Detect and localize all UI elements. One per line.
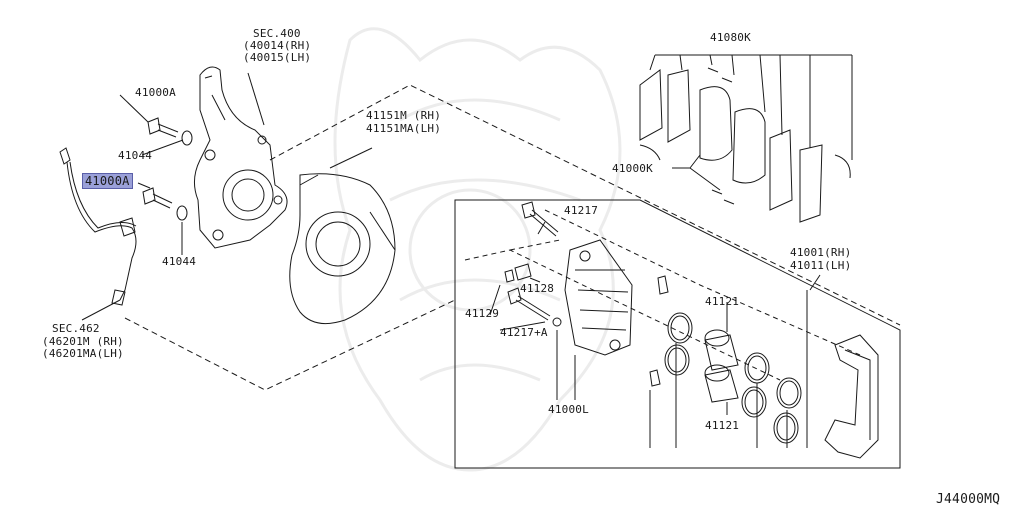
- sec462-rh: (46201M (RH): [42, 335, 124, 348]
- part-41217[interactable]: 41217: [564, 204, 599, 217]
- caliper-box: [454, 199, 901, 469]
- pistons: [704, 329, 739, 403]
- brake-pad-kit: [639, 54, 853, 223]
- part-41000L[interactable]: 41000L: [548, 403, 589, 416]
- bolt-41000A-bottom: [142, 187, 188, 221]
- diagram-code: J44000MQ: [936, 492, 1001, 507]
- sec400-lh: (40015(LH): [243, 51, 312, 64]
- brake-hose: [59, 147, 137, 321]
- part-41121-bottom[interactable]: 41121: [705, 419, 740, 432]
- part-41151-rh[interactable]: 41151M (RH): [366, 109, 442, 122]
- part-41011-lh[interactable]: 41011(LH): [790, 259, 852, 272]
- pin-41128: [504, 263, 532, 283]
- part-41001-rh[interactable]: 41001(RH): [790, 246, 852, 259]
- sec462-title: SEC.462: [52, 322, 100, 335]
- part-41044-top[interactable]: 41044: [118, 149, 153, 162]
- sec400-rh: (40014(RH): [243, 39, 312, 52]
- part-41000A-top[interactable]: 41000A: [135, 86, 176, 99]
- part-41000K[interactable]: 41000K: [612, 162, 653, 175]
- part-41080K[interactable]: 41080K: [710, 31, 751, 44]
- sec462-lh: (46201MA(LH): [42, 347, 124, 360]
- seal-rings: [664, 312, 802, 444]
- part-41121-top[interactable]: 41121: [705, 295, 740, 308]
- sec400-title: SEC.400: [253, 27, 301, 40]
- watermark-emblem: [333, 27, 622, 472]
- part-41129[interactable]: 41129: [465, 307, 500, 320]
- part-41000A-highlight[interactable]: 41000A: [82, 173, 133, 189]
- part-41044-bottom[interactable]: 41044: [162, 255, 197, 268]
- part-41151-lh[interactable]: 41151MA(LH): [366, 122, 442, 135]
- bolt-41217A: [507, 287, 562, 327]
- steering-knuckle: [194, 66, 288, 249]
- part-41217A[interactable]: 41217+A: [500, 326, 548, 339]
- assembly-dashed-outline: [124, 84, 901, 391]
- dust-shield: [289, 147, 396, 325]
- caliper-bracket: [824, 334, 879, 459]
- bolt-41000A-top: [147, 117, 193, 146]
- part-41128[interactable]: 41128: [520, 282, 555, 295]
- caliper-body: [564, 239, 633, 356]
